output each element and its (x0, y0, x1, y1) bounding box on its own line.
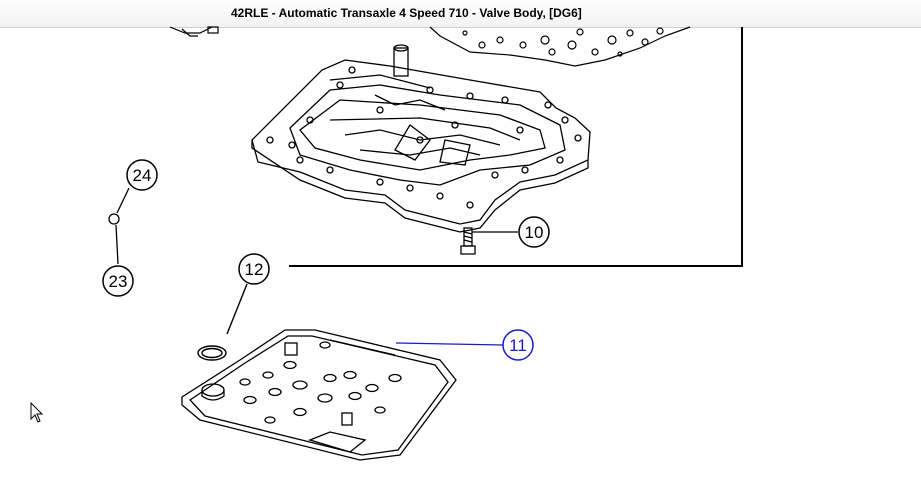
arrow-cursor-icon (30, 402, 44, 423)
callout-23[interactable]: 23 (102, 265, 134, 297)
callout-24[interactable]: 24 (126, 159, 158, 191)
separator-plate (429, 26, 691, 67)
callout-12[interactable]: 12 (238, 253, 270, 285)
callout-10[interactable]: 10 (518, 216, 550, 248)
callout-11[interactable]: 11 (502, 329, 534, 361)
o-ring-12 (197, 283, 248, 361)
window-title: 42RLE - Automatic Transaxle 4 Speed 710 … (231, 6, 582, 20)
upper-part-fragment (169, 26, 219, 37)
callout-11-label: 11 (509, 336, 527, 355)
oil-filter (181, 329, 457, 461)
valve-body (251, 44, 591, 233)
callout-24-label: 24 (133, 166, 152, 185)
callout-12-label: 12 (245, 260, 264, 279)
callout-11-leader (395, 342, 504, 346)
callout-10-label: 10 (525, 223, 544, 242)
check-ball (108, 187, 130, 265)
window-title-bar: 42RLE - Automatic Transaxle 4 Speed 710 … (0, 0, 921, 28)
bolt-10 (460, 227, 518, 255)
callout-23-label: 23 (109, 272, 128, 291)
